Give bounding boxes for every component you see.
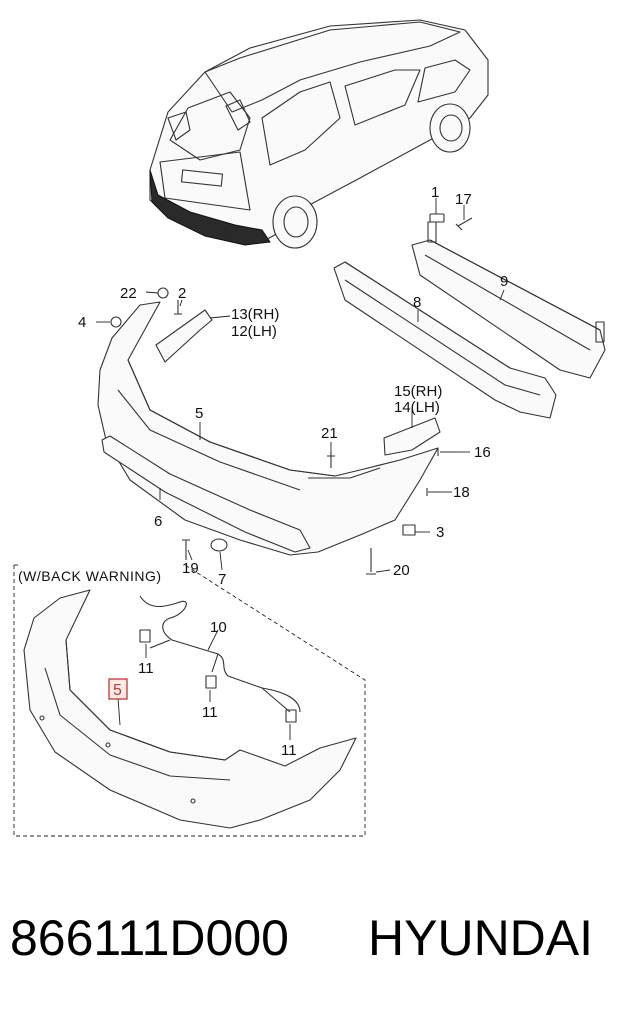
callout-6: 6 [154, 513, 162, 530]
footer-caption: 866111D000 HYUNDAI [0, 906, 620, 976]
callout-11-c: 11 [281, 742, 297, 759]
callout-18: 18 [453, 484, 470, 501]
inset-title: (W/BACK WARNING) [18, 568, 162, 584]
callout-11-a: 11 [138, 660, 154, 677]
callout-labels: 1 17 22 2 4 13(RH) 12(LH) 9 8 15(RH) 14(… [78, 184, 508, 588]
leader-lines [96, 198, 505, 573]
callout-8: 8 [413, 294, 421, 311]
highlight-box [108, 678, 128, 700]
callout-5: 5 [195, 405, 203, 422]
callout-21: 21 [321, 425, 338, 442]
callout-15-rh: 15(RH) [394, 383, 442, 400]
callout-19: 19 [182, 560, 199, 577]
callout-22: 22 [120, 285, 137, 302]
top-hardware [110, 213, 473, 575]
callout-13-rh: 13(RH) [231, 306, 279, 323]
lower-molding [101, 435, 311, 553]
callout-20: 20 [393, 562, 410, 579]
callout-16: 16 [474, 444, 491, 461]
energy-absorber [333, 261, 557, 419]
callout-10: 10 [210, 619, 227, 636]
callout-7: 7 [218, 571, 226, 588]
back-warning-inset: (W/BACK WARNING) 10 11 11 11 5 [13, 564, 366, 837]
callout-17: 17 [455, 191, 472, 208]
callout-11-b: 11 [202, 704, 218, 721]
callout-4: 4 [78, 314, 86, 331]
callout-1: 1 [431, 184, 439, 201]
callout-12-lh: 12(LH) [231, 323, 277, 340]
callout-9: 9 [500, 273, 508, 290]
bumper-beam [411, 221, 606, 379]
callout-3: 3 [436, 524, 444, 541]
callout-5-highlighted: 5 [113, 682, 122, 699]
part-number: 866111D000 [10, 910, 289, 966]
brand-name: HYUNDAI [368, 910, 594, 966]
vehicle-illustration [149, 19, 489, 249]
parts-diagram: 1 17 22 2 4 13(RH) 12(LH) 9 8 15(RH) 14(… [13, 19, 606, 837]
callout-2: 2 [178, 285, 186, 302]
callout-14-lh: 14(LH) [394, 399, 440, 416]
